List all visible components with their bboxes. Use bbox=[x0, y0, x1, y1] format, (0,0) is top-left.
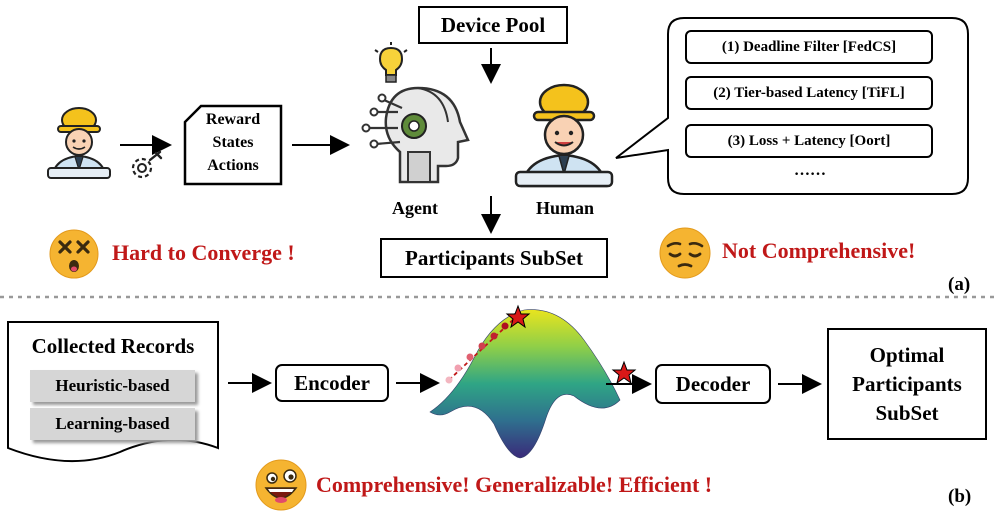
subset-label: SubSet bbox=[875, 400, 939, 425]
participants-subset-label: Participants SubSet bbox=[405, 245, 583, 270]
encoder-label: Encoder bbox=[294, 370, 370, 395]
tool-gear-icon bbox=[131, 150, 163, 179]
methods-more: …… bbox=[794, 162, 826, 179]
worker-icon-left bbox=[47, 107, 111, 179]
device-pool-label: Device Pool bbox=[440, 12, 546, 37]
method-item-2: (2) Tier-based Latency [TiFL] bbox=[685, 76, 933, 110]
human-label: Human bbox=[535, 198, 595, 218]
worker-icon-human bbox=[514, 83, 614, 188]
decoder-box: Decoder bbox=[655, 364, 771, 404]
lightbulb-icon bbox=[374, 42, 408, 83]
participants-label: Participants bbox=[852, 371, 962, 396]
collected-records-title: Collected Records bbox=[31, 334, 195, 358]
decoder-label: Decoder bbox=[675, 371, 751, 396]
optimal-subset-box: Optimal Participants SubSet bbox=[827, 328, 987, 440]
reward-states-actions-box bbox=[183, 104, 283, 186]
optimal-label: Optimal bbox=[869, 342, 945, 367]
grinning-face-icon bbox=[255, 459, 307, 511]
dizzy-face-icon bbox=[49, 229, 99, 279]
slogan-text: Comprehensive! Generalizable! Efficient … bbox=[316, 472, 713, 497]
hard-to-converge-text: Hard to Converge ! bbox=[112, 240, 295, 265]
actions-label: Actions bbox=[207, 157, 259, 174]
panel-label-a: (a) bbox=[948, 274, 971, 295]
agent-label: Agent bbox=[392, 198, 438, 218]
encoder-box: Encoder bbox=[275, 364, 389, 402]
learning-based-tag: Learning-based bbox=[30, 408, 195, 440]
panel-label-b: (b) bbox=[948, 486, 972, 507]
optimization-surface bbox=[429, 309, 621, 459]
reward-label: Reward bbox=[205, 111, 261, 128]
pensive-face-icon bbox=[659, 227, 711, 279]
heuristic-based-tag: Heuristic-based bbox=[30, 370, 195, 402]
not-comprehensive-text: Not Comprehensive! bbox=[722, 238, 916, 263]
agent-ai-head-icon bbox=[361, 86, 470, 184]
method-item-3: (3) Loss + Latency [Oort] bbox=[685, 124, 933, 158]
method-item-1: (1) Deadline Filter [FedCS] bbox=[685, 30, 933, 64]
states-label: States bbox=[212, 134, 254, 151]
participants-subset-box: Participants SubSet bbox=[380, 238, 608, 278]
device-pool-box: Device Pool bbox=[418, 6, 568, 44]
